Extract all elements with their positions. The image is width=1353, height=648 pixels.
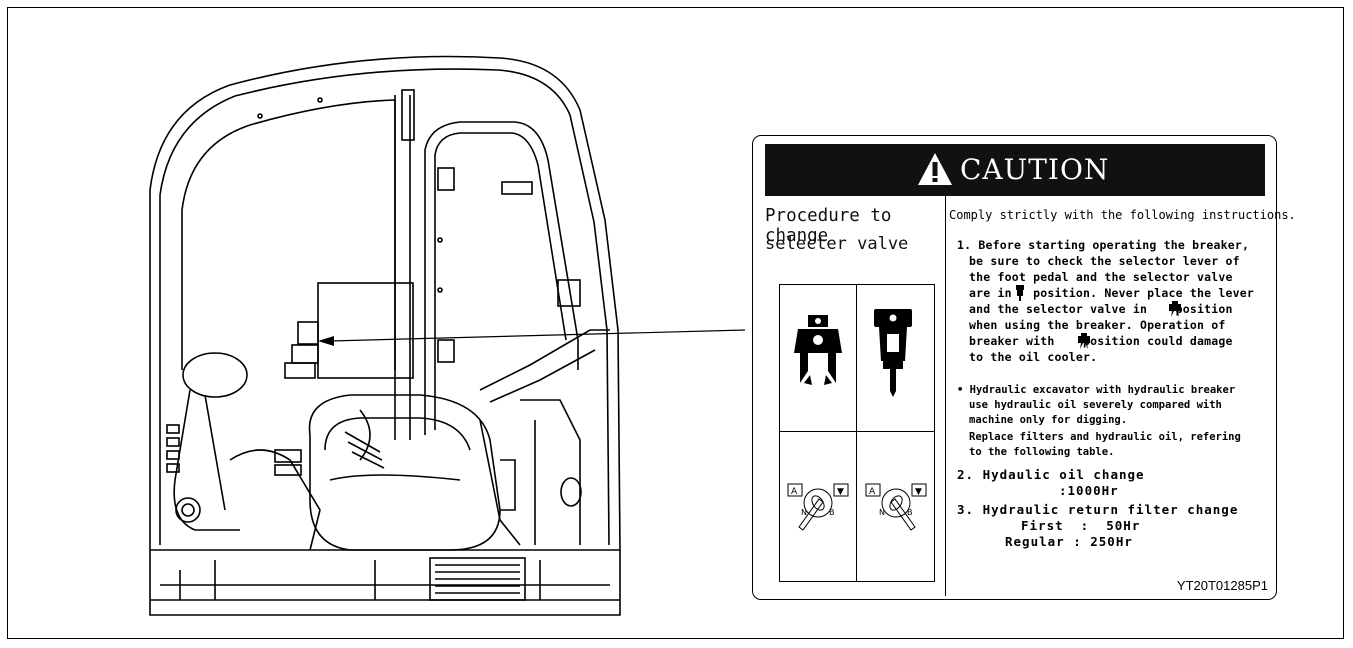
procedure-grid: A ▼ N B A ▼ N B — [779, 284, 935, 582]
warning-triangle-icon — [918, 153, 952, 185]
bullet-line: use hydraulic oil severely compared with — [969, 399, 1222, 411]
part-code: YT20T01285P1 — [1176, 578, 1268, 593]
svg-text:A: A — [869, 487, 876, 497]
svg-text:B: B — [829, 508, 835, 517]
item1-line: the foot pedal and the selector valve — [969, 270, 1233, 284]
caution-label: CAUTION Procedure to change selecter val… — [752, 135, 1296, 600]
selector-valve-icon: A ▼ N B — [865, 483, 927, 531]
bullet-line: machine only for digging. — [969, 414, 1128, 426]
svg-text:▼: ▼ — [837, 487, 844, 497]
bullet-line: to the following table. — [969, 446, 1115, 458]
breaker-hammer-icon — [874, 309, 912, 397]
item1-line: breaker with position could damage — [969, 334, 1233, 348]
crusher-attachment-icon — [1078, 333, 1090, 349]
item1-line: be sure to check the selector lever of — [969, 254, 1240, 268]
item1-line: to the oil cooler. — [969, 350, 1098, 364]
selector-valve-icon: A ▼ N B — [787, 483, 849, 531]
item1-line: when using the breaker. Operation of — [969, 318, 1226, 332]
procedure-heading-line2: selecter valve — [765, 234, 909, 254]
svg-text:N: N — [879, 508, 885, 517]
item1-line: 1. Before starting operating the breaker… — [957, 238, 1250, 252]
comply-text: Comply strictly with the following instr… — [949, 208, 1296, 222]
excavator-cab-drawing — [149, 55, 621, 616]
drawing-frame — [7, 7, 1344, 639]
item2-line1: 2. Hydaulic oil change — [957, 467, 1145, 482]
bullet-line: Replace filters and hydraulic oil, refer… — [969, 431, 1241, 443]
item1-line: and the selector valve in position — [969, 302, 1233, 316]
item3-line3: Regular : 250Hr — [1005, 534, 1133, 549]
item1-line: are in position. Never place the lever — [969, 286, 1254, 300]
instructions-column: Comply strictly with the following instr… — [949, 196, 1296, 596]
item3-line2: First : 50Hr — [1021, 518, 1141, 533]
caution-banner: CAUTION — [765, 144, 1265, 196]
breaker-hammer-icon — [1016, 285, 1024, 301]
item2-line2: :1000Hr — [1059, 483, 1119, 498]
item3-line1: 3. Hydraulic return filter change — [957, 502, 1239, 517]
svg-text:▼: ▼ — [915, 487, 922, 497]
procedure-column: Procedure to change selecter valve — [765, 196, 946, 596]
crusher-attachment-icon — [794, 315, 842, 385]
caution-title: CAUTION — [960, 153, 1110, 186]
procedure-heading-line1: Procedure to change — [765, 206, 892, 246]
crusher-attachment-icon — [1169, 301, 1181, 317]
svg-text:A: A — [791, 487, 798, 497]
svg-text:N: N — [801, 508, 807, 517]
svg-text:B: B — [907, 508, 913, 517]
bullet-line: • Hydraulic excavator with hydraulic bre… — [957, 384, 1236, 396]
